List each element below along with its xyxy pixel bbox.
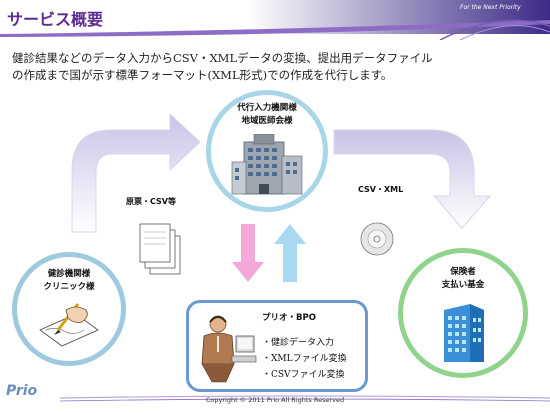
clinic-label: 健診機関様 クリニック様	[22, 268, 116, 294]
agency-label-line-1: 代行入力機関様	[237, 103, 297, 113]
arrow-clinic-to-agency	[71, 112, 201, 233]
description: 健診結果などのデータ入力からCSV・XMLデータの変換、提出用データファイル の…	[12, 50, 542, 84]
bpo-title: プリオ・BPO	[262, 313, 316, 323]
bpo-item-3: ・CSVファイル変換	[262, 370, 345, 380]
bpo-item-2: ・XMLファイル変換	[262, 354, 347, 364]
payer-label-line-1: 保険者	[450, 267, 476, 277]
documents-label: 原票・CSV等	[126, 197, 176, 206]
clinic-label-line-2: クリニック様	[43, 282, 95, 292]
prio-logo: Prio	[6, 383, 38, 399]
payer-label: 保険者 支払い基金	[413, 266, 513, 292]
arrow-agency-to-payer	[333, 129, 492, 229]
arrow-up-blue	[274, 224, 306, 282]
copyright: Copyright © 2011 Prio All Rights Reserve…	[205, 396, 345, 404]
documents-icon	[139, 223, 181, 275]
clinic-label-line-1: 健診機関様	[47, 269, 91, 279]
operator-at-computer-icon	[201, 315, 257, 383]
hand-writing-icon	[39, 303, 99, 347]
arrow-down-pink	[232, 224, 264, 282]
agency-label: 代行入力機関様 地域医師会様	[216, 102, 318, 128]
csv-xml-label: CSV・XML	[358, 185, 404, 194]
blue-building-icon	[444, 304, 484, 362]
description-line-1: 健診結果などのデータ入力からCSV・XMLデータの変換、提出用データファイル	[12, 51, 433, 65]
agency-label-line-2: 地域医師会様	[241, 116, 293, 126]
description-line-2: の作成まで国が示す標準フォーマット(XML形式)での作成を代行します。	[12, 68, 393, 82]
footer-swoosh	[59, 395, 550, 402]
cd-icon	[360, 222, 394, 256]
bpo-item-1: ・健診データ入力	[262, 338, 335, 348]
office-building-icon	[231, 134, 303, 195]
header-band	[0, 0, 550, 40]
page-title: サービス概要	[7, 10, 104, 29]
payer-label-line-2: 支払い基金	[441, 280, 485, 290]
tagline: For the Next Priority	[460, 4, 521, 11]
